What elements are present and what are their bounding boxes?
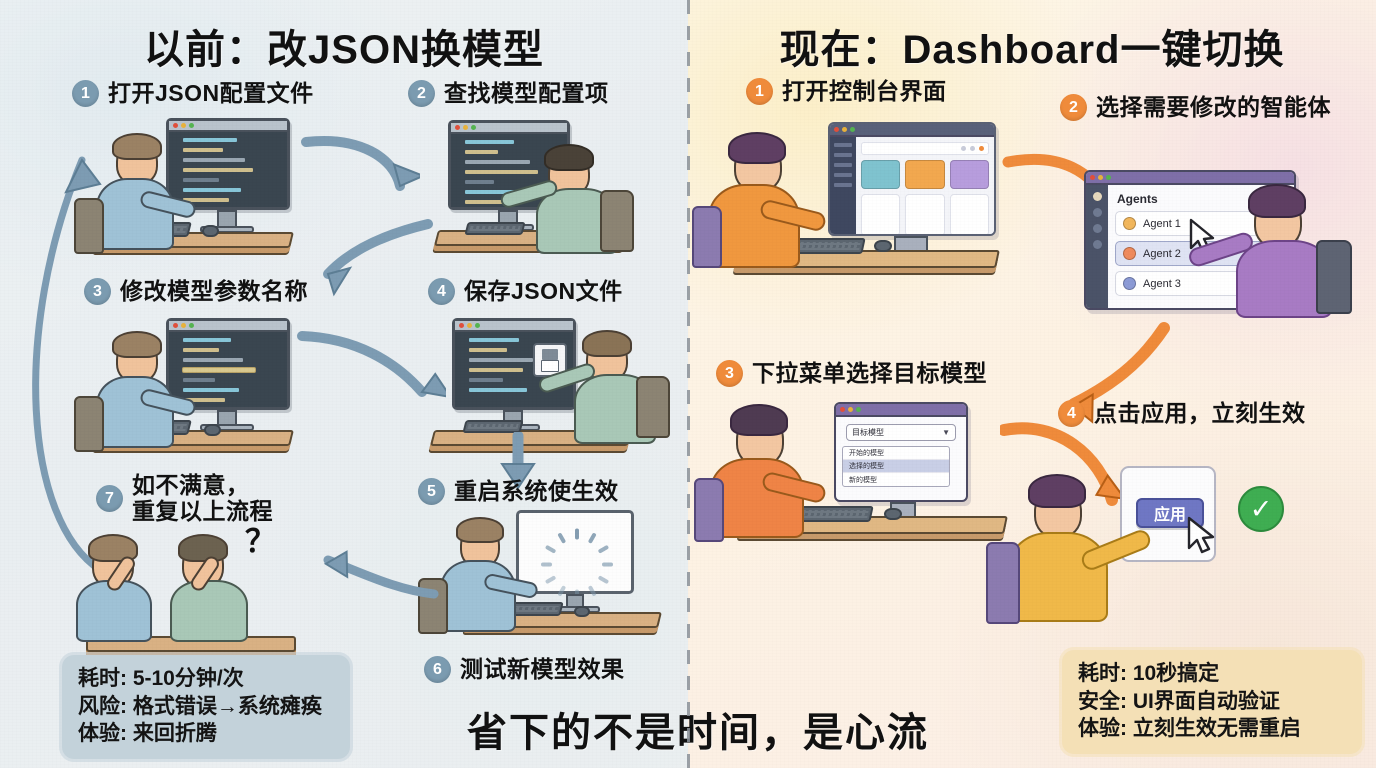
right-arrow-3-to-4 xyxy=(1000,422,1128,506)
right-step-1-label: 打开控制台界面 xyxy=(782,77,947,104)
agent-row-2-label: Agent 2 xyxy=(1143,247,1181,260)
left-step-2-label: 查找模型配置项 xyxy=(444,79,609,106)
arrow-4-to-5 xyxy=(500,432,536,490)
right-step-2-number: 2 xyxy=(1060,94,1087,121)
save-floppy-icon xyxy=(533,343,567,377)
model-option-2[interactable]: 选择的模型 xyxy=(843,460,949,473)
left-step-7-label: 如不满意， 重复以上流程 xyxy=(132,472,273,524)
right-step-1: 1 打开控制台界面 xyxy=(746,78,947,105)
arrow-3-to-4 xyxy=(297,331,446,399)
right-step-4-number: 4 xyxy=(1058,400,1085,427)
right-step-4-label: 点击应用，立刻生效 xyxy=(1094,399,1306,426)
right-summary-box: 耗时: 10秒搞定 安全: UI界面自动验证 体验: 立刻生效无需重启 xyxy=(1062,650,1362,755)
left-step-5: 5 重启系统使生效 xyxy=(418,478,619,505)
arrow-6-to-7 xyxy=(323,550,439,599)
left-step-7: 7 如不满意， 重复以上流程 xyxy=(96,472,273,525)
loading-spinner-icon xyxy=(541,528,613,601)
right-step-4: 4 点击应用，立刻生效 xyxy=(1058,400,1306,427)
arrow-1-to-2 xyxy=(301,136,420,191)
left-summary-risk: 风险: 格式错误→系统瘫痪 xyxy=(78,694,322,718)
target-model-select-value: 目标模型 xyxy=(852,428,884,437)
left-summary-experience: 体验: 来回折腾 xyxy=(78,722,217,746)
left-step-1: 1 打开JSON配置文件 xyxy=(72,80,314,107)
question-mark: ？ xyxy=(245,524,276,559)
left-step-6-number: 6 xyxy=(424,656,451,683)
left-step-1-label: 打开JSON配置文件 xyxy=(108,79,314,106)
left-step-6: 6 测试新模型效果 xyxy=(424,656,625,683)
agent-status-dot xyxy=(1123,277,1136,290)
left-summary-box: 耗时: 5-10分钟/次 风险: 格式错误→系统瘫痪 体验: 来回折腾 xyxy=(62,655,350,760)
right-step-3-number: 3 xyxy=(716,360,743,387)
chevron-down-icon: ▼ xyxy=(942,428,950,437)
tagline: 省下的不是时间，是心流 xyxy=(467,711,929,755)
left-step-6-label: 测试新模型效果 xyxy=(460,655,625,682)
left-step-4-number: 4 xyxy=(428,278,455,305)
left-step-3-label: 修改模型参数名称 xyxy=(120,277,308,304)
agents-panel-title: Agents xyxy=(1117,192,1158,206)
left-step-3: 3 修改模型参数名称 xyxy=(84,278,308,305)
left-step-5-label: 重启系统使生效 xyxy=(454,477,619,504)
left-step-4: 4 保存JSON文件 xyxy=(428,278,623,305)
right-step-3-label: 下拉菜单选择目标模型 xyxy=(752,359,987,386)
target-model-select[interactable]: 目标模型 ▼ xyxy=(846,424,956,441)
agent-status-dot xyxy=(1123,217,1136,230)
loop-back-arrow xyxy=(32,156,104,574)
right-summary-experience: 体验: 立刻生效无需重启 xyxy=(1078,717,1301,741)
model-option-list[interactable]: 开始的模型 选择的模型 新的模型 xyxy=(842,446,950,487)
mouse-cursor-icon xyxy=(1187,516,1215,554)
success-check-icon: ✓ xyxy=(1238,486,1284,532)
left-step-1-number: 1 xyxy=(72,80,99,107)
right-step-3: 3 下拉菜单选择目标模型 xyxy=(716,360,987,387)
left-summary-time: 耗时: 5-10分钟/次 xyxy=(78,667,244,690)
left-step-7-number: 7 xyxy=(96,485,123,513)
apply-button[interactable]: 应用 xyxy=(1136,498,1204,528)
right-summary-time: 耗时: 10秒搞定 xyxy=(1078,662,1220,685)
right-step-2-label: 选择需要修改的智能体 xyxy=(1096,93,1331,120)
agents-window-sidebar[interactable] xyxy=(1086,185,1108,308)
left-panel-before: 以前：改JSON换模型 1 打开JSON配置文件 xyxy=(0,0,688,768)
left-step-4-label: 保存JSON文件 xyxy=(464,277,623,304)
dashboard-window xyxy=(828,122,996,236)
right-step-1-number: 1 xyxy=(746,78,773,105)
model-option-3[interactable]: 新的模型 xyxy=(849,476,877,484)
right-panel-after: 现在：Dashboard一键切换 1 打开控制台界面 xyxy=(688,0,1376,768)
arrow-2-to-3 xyxy=(323,219,433,297)
left-panel-title: 以前：改JSON换模型 xyxy=(144,28,544,72)
agent-status-dot xyxy=(1123,247,1136,260)
right-step-2: 2 选择需要修改的智能体 xyxy=(1060,94,1331,121)
left-step-3-number: 3 xyxy=(84,278,111,305)
left-step-2-number: 2 xyxy=(408,80,435,107)
model-option-1[interactable]: 开始的模型 xyxy=(843,447,949,460)
agent-row-1-label: Agent 1 xyxy=(1143,217,1181,230)
agent-row-3-label: Agent 3 xyxy=(1143,277,1181,290)
left-step-5-number: 5 xyxy=(418,478,445,505)
right-summary-safety: 安全: UI界面自动验证 xyxy=(1078,689,1280,713)
right-panel-title: 现在：Dashboard一键切换 xyxy=(779,28,1285,72)
left-step-2: 2 查找模型配置项 xyxy=(408,80,609,107)
panel-divider xyxy=(687,0,690,768)
